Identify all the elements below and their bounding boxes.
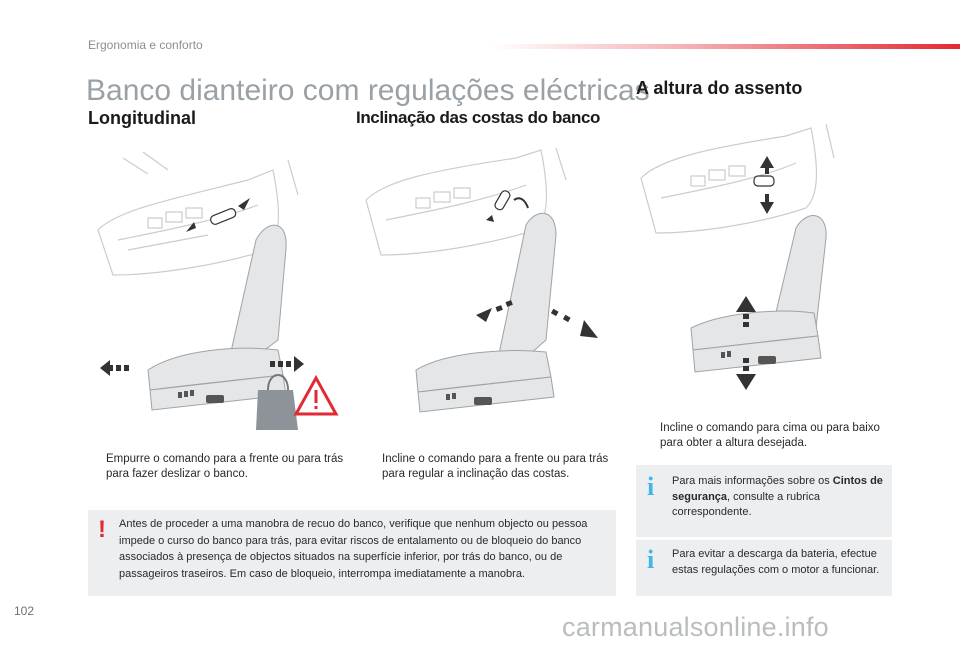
info-box-seat-belts xyxy=(636,465,892,537)
info-seat-belts-suffix: , consulte a rubrica correspondente. xyxy=(672,490,820,519)
info-icon: i xyxy=(647,545,655,574)
info-box-battery xyxy=(636,540,892,596)
page-number: 102 xyxy=(14,604,35,618)
warning-box xyxy=(88,510,616,596)
info-seat-belts-prefix: Para mais informações sobre os xyxy=(672,475,833,487)
illustration-backrest xyxy=(365,147,598,413)
info-seat-belts-text: Para mais informações sobre os Cintos de… xyxy=(672,474,886,521)
instruction-height-text: Incline o comando para cima ou para baix… xyxy=(660,422,880,449)
section-title-height: A altura do assento xyxy=(636,78,803,98)
section-title-backrest: Inclinação das costas do banco xyxy=(356,108,601,127)
instruction-backrest-text: Incline o comando para a frente ou para … xyxy=(382,453,609,480)
header-accent-rule xyxy=(490,44,960,49)
warning-text: Antes de proceder a uma manobra de recuo… xyxy=(119,518,588,580)
instruction-height: Incline o comando para cima ou para baix… xyxy=(642,421,892,453)
info-battery-text: Para evitar a descarga da bateria, efect… xyxy=(672,548,880,576)
instruction-longitudinal-text: Empurre o comando para a frente ou para … xyxy=(106,453,344,480)
warning-icon: ! xyxy=(98,516,106,543)
info-seat-belts-link: Cintos de segurança xyxy=(672,475,883,503)
illustration-height xyxy=(640,123,835,390)
illustration-longitudinal xyxy=(97,151,339,430)
watermark: carmanualsonline.info xyxy=(562,612,829,642)
instruction-longitudinal: Empurre o comando para a frente ou para … xyxy=(88,452,350,484)
page-title: Banco dianteiro com regulações eléctrica… xyxy=(86,74,650,107)
info-icon: i xyxy=(647,472,655,501)
section-label: Ergonomia e conforto xyxy=(88,38,203,52)
instruction-backrest: Incline o comando para a frente ou para … xyxy=(364,452,616,484)
section-title-longitudinal: Longitudinal xyxy=(88,108,196,128)
